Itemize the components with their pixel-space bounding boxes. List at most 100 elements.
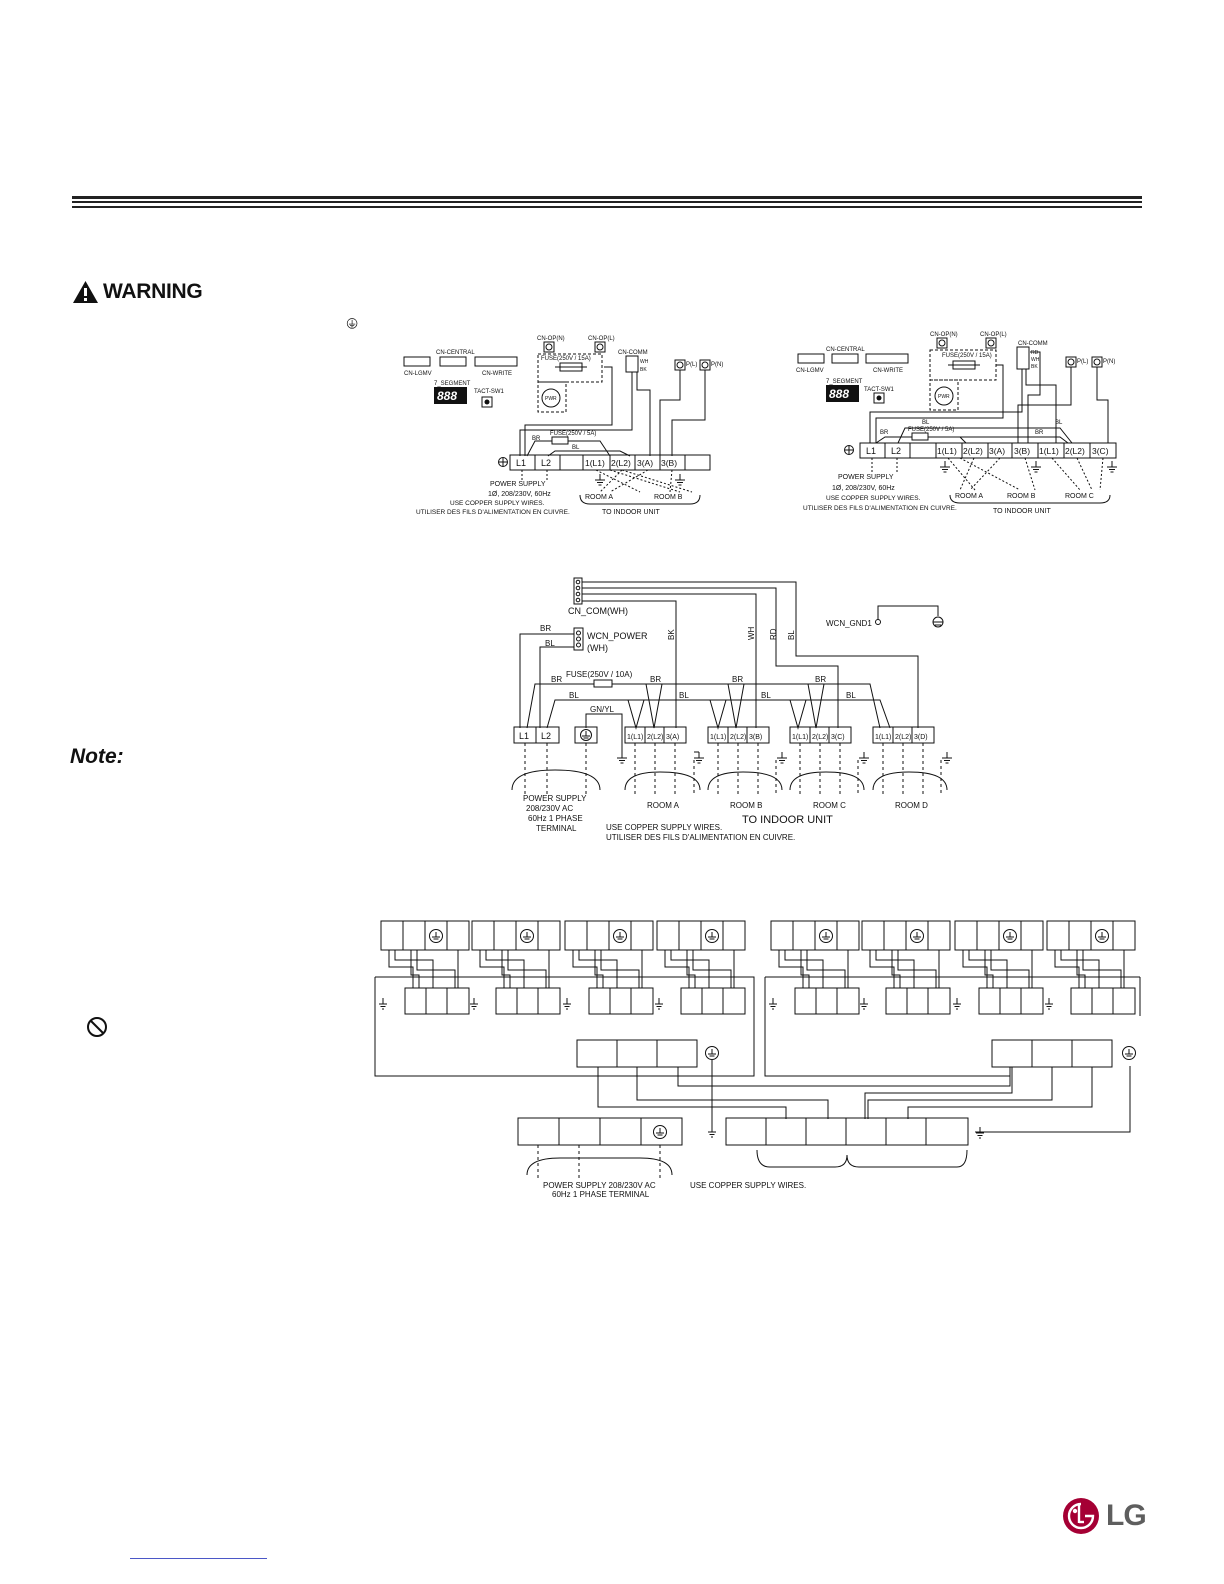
pwr-indicator [541, 388, 561, 408]
branch-terminal-4 [680, 987, 746, 1015]
comm-pin-rd: RD [1031, 350, 1039, 356]
junction-wire-r1 [864, 1067, 1013, 1119]
main-block-brace [756, 1149, 968, 1168]
wcn-gnd-label: WCN_GND1 [826, 619, 872, 628]
power-terminal-block: L1 L2 [513, 726, 598, 744]
terminal-1-l1: 1(L1) [937, 446, 957, 456]
room-c-label: ROOM C [1065, 493, 1094, 500]
indoor-wire-b-4 [670, 950, 710, 988]
bl-label-1: BL [569, 691, 579, 700]
indoor-ground-1 [429, 929, 443, 943]
junction-ground-right [1122, 1046, 1136, 1060]
bl-label-3: BL [761, 691, 771, 700]
footer-link-underline[interactable] [130, 1558, 267, 1559]
br-label-2: BR [1035, 430, 1044, 436]
indoor-wire-d-6 [897, 950, 937, 988]
room-b-label: ROOM B [730, 801, 762, 810]
power-supply-label: POWER SUPPLY [490, 481, 546, 488]
tact-switch [481, 396, 493, 408]
bl-label-2: BL [679, 691, 689, 700]
power-supply-line-3: 60Hz 1 PHASE [528, 814, 583, 823]
copper-fr-label: UTILISER DES FILS D'ALIMENTATION EN CUIV… [416, 509, 570, 516]
fuse-top-label: FUSE(250V / 15A) [942, 353, 992, 359]
wire-wh-label: WH [747, 626, 756, 640]
junction-block-left [576, 1039, 698, 1068]
junction-wire-l1 [597, 1067, 787, 1119]
indoor-wire-c-4 [686, 950, 696, 988]
d4-power-phase-label: 60Hz 1 PHASE TERMINAL [552, 1190, 650, 1199]
room-c-terminals: 1(L1) 2(L2) 3(C) [789, 726, 852, 744]
terminal-l2: L2 [541, 458, 551, 468]
bl-label-4: BL [846, 691, 856, 700]
cn-op-n-label: CN-OP(N) [537, 336, 565, 342]
indoor-wire-b-6 [875, 950, 915, 988]
indoor-wire-a-5 [778, 950, 804, 988]
room-b-terminals: 1(L1) 2(L2) 3(B) [707, 726, 770, 744]
room-a-terminal-2: 2(L2) [647, 734, 663, 741]
wiring-diagram-three-room: CN-OP(N) CN-OP(L) CN-CENTRAL CN-LGMV CN-… [796, 332, 1118, 515]
note-label: Note: [70, 745, 124, 768]
terminal-2-l2: 2(L2) [611, 458, 631, 468]
wcn-power-color: (WH) [587, 643, 608, 653]
wcn-power-connector [573, 627, 584, 651]
terminal-2-l2-c: 2(L2) [1065, 446, 1085, 456]
bl-label: BL [922, 420, 930, 426]
right-enclosure-left [764, 977, 1010, 1077]
power-spec-label: 1Ø, 208/230V, 60Hz [488, 491, 551, 498]
to-indoor-label: TO INDOOR UNIT [602, 509, 661, 516]
lg-face-icon [1063, 1498, 1099, 1534]
seven-segment-value: 888 [437, 389, 457, 403]
terminal-3-b: 3(B) [661, 458, 677, 468]
room-a-terminal-1: 1(L1) [627, 734, 643, 741]
indoor-wire-d-5 [806, 950, 846, 988]
terminal-3-a: 3(A) [989, 446, 1005, 456]
cn-lgmv-label: CN-LGMV [796, 368, 824, 374]
room-c-terminal-1: 1(L1) [792, 734, 808, 741]
wiring-diagram-distribution [374, 920, 1141, 1178]
p-l-label: P(L) [686, 362, 697, 368]
to-indoor-label: TO INDOOR UNIT [993, 508, 1052, 515]
d4-copper-en-label: USE COPPER SUPPLY WIRES. [690, 1181, 806, 1190]
indoor-wire-a-8 [1054, 950, 1080, 988]
gnyl-label: GN/YL [590, 705, 615, 714]
fuse-bottom-label: FUSE(250V / 5A) [550, 431, 596, 437]
room-d-label: ROOM D [895, 801, 928, 810]
d4-power-supply-label: POWER SUPPLY 208/230V AC [543, 1181, 656, 1190]
cn-op-l-label: CN-OP(L) [588, 336, 615, 342]
power-supply-brace [526, 1157, 673, 1176]
seven-segment-display [434, 387, 467, 404]
indoor-wire-b-1 [394, 950, 434, 988]
indoor-wire-d-8 [1082, 950, 1122, 988]
bl-label: BL [572, 445, 580, 451]
comm-pin-bk: BK [640, 367, 647, 373]
lg-logo: LG [1062, 1497, 1147, 1535]
cn-lgmv-label: CN-LGMV [404, 371, 432, 377]
br-label-4: BR [815, 675, 826, 684]
branch-terminal-5 [794, 987, 860, 1015]
room-d-terminal-2: 2(L2) [895, 734, 911, 741]
junction-wire-l3 [677, 1067, 1011, 1087]
room-b-label: ROOM B [654, 494, 683, 501]
cn-comm-label: CN-COMM [1018, 341, 1048, 347]
cn-comm-connector [625, 355, 639, 373]
indoor-wire-a-1 [388, 950, 414, 988]
indoor-wire-d-2 [507, 950, 547, 988]
junction-wire-l2 [636, 1067, 829, 1119]
copper-en-label: USE COPPER SUPPLY WIRES. [606, 823, 722, 832]
terminal-block: L1 L2 1(L1) 2(L2) 3(A) 3(B) [509, 454, 711, 471]
br-label: BR [532, 436, 541, 442]
indoor-wire-d-3 [600, 950, 640, 988]
room-a-label: ROOM A [647, 801, 680, 810]
to-indoor-label: TO INDOOR UNIT [742, 814, 833, 826]
comm-pin-wh: WH [1031, 357, 1040, 363]
terminal-3-b: 3(B) [1014, 446, 1030, 456]
indoor-ground-5 [819, 929, 833, 943]
warning-label: WARNING [103, 280, 203, 303]
branch-terminal-6 [885, 987, 951, 1015]
branch-terminal-2 [495, 987, 561, 1015]
copper-fr-label: UTILISER DES FILS D'ALIMENTATION EN CUIV… [803, 505, 957, 512]
left-enclosure [374, 976, 755, 1077]
cn-comm-label: CN-COMM [618, 350, 648, 356]
power-supply-ground [653, 1125, 667, 1139]
prohibition-icon [87, 1017, 107, 1037]
